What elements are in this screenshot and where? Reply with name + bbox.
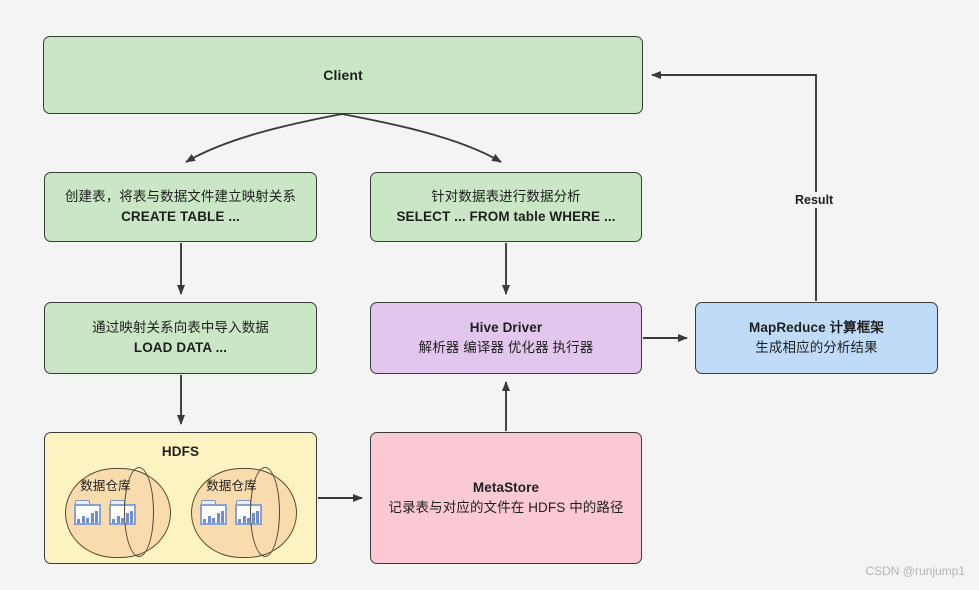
node-load-data[interactable]: 通过映射关系向表中导入数据 LOAD DATA ...: [44, 302, 317, 374]
node-create-table-line1: 创建表，将表与数据文件建立映射关系: [64, 189, 297, 205]
hdfs-cylinder-content: 数据仓库: [196, 477, 268, 526]
node-load-data-line2: LOAD DATA ...: [133, 340, 228, 355]
node-hive-driver[interactable]: Hive Driver 解析器 编译器 优化器 执行器: [370, 302, 642, 374]
bar-chart-file-icon: [235, 499, 263, 526]
edge-mapreduce-to-client: [651, 71, 817, 301]
node-load-data-line1: 通过映射关系向表中导入数据: [92, 320, 269, 336]
hdfs-file-icon-row: [200, 499, 263, 526]
hdfs-cylinder[interactable]: 数据仓库: [64, 467, 171, 558]
node-hive-driver-line2: 解析器 编译器 优化器 执行器: [418, 340, 594, 355]
hdfs-cylinder-label: 数据仓库: [206, 478, 257, 493]
node-metastore-line1: MetaStore: [472, 480, 540, 496]
hdfs-file-icon-row: [74, 499, 137, 526]
bar-chart-file-icon: [109, 499, 137, 526]
node-metastore[interactable]: MetaStore 记录表与对应的文件在 HDFS 中的路径: [370, 432, 642, 564]
node-select-query-line2: SELECT ... FROM table WHERE ...: [396, 209, 616, 224]
node-create-table[interactable]: 创建表，将表与数据文件建立映射关系 CREATE TABLE ...: [44, 172, 317, 242]
node-create-table-line2: CREATE TABLE ...: [121, 209, 240, 224]
node-metastore-line2: 记录表与对应的文件在 HDFS 中的路径: [388, 500, 624, 515]
bar-chart-file-icon: [200, 499, 228, 526]
watermark: CSDN @runjump1: [865, 564, 965, 578]
edge-label-result: Result: [791, 192, 838, 208]
node-hive-driver-line1: Hive Driver: [469, 320, 543, 336]
node-hdfs-title: HDFS: [161, 444, 200, 459]
edge-client-to-create-table: [185, 113, 343, 163]
hdfs-cylinder-content: 数据仓库: [70, 477, 142, 526]
node-mapreduce-line2: 生成相应的分析结果: [755, 340, 878, 355]
node-hdfs[interactable]: HDFS 数据仓库: [44, 432, 317, 564]
hdfs-cylinder[interactable]: 数据仓库: [190, 467, 297, 558]
hdfs-cylinder-row: 数据仓库 数据仓库: [45, 467, 316, 558]
hdfs-cylinder-label: 数据仓库: [80, 478, 131, 493]
node-select-query[interactable]: 针对数据表进行数据分析 SELECT ... FROM table WHERE …: [370, 172, 642, 242]
node-client-label: Client: [323, 66, 363, 83]
node-client[interactable]: Client: [43, 36, 643, 114]
node-select-query-line1: 针对数据表进行数据分析: [431, 189, 581, 205]
node-mapreduce[interactable]: MapReduce 计算框架 生成相应的分析结果: [695, 302, 938, 374]
bar-chart-file-icon: [74, 499, 102, 526]
node-mapreduce-line1: MapReduce 计算框架: [749, 320, 884, 336]
edge-client-to-select-query: [341, 113, 502, 163]
